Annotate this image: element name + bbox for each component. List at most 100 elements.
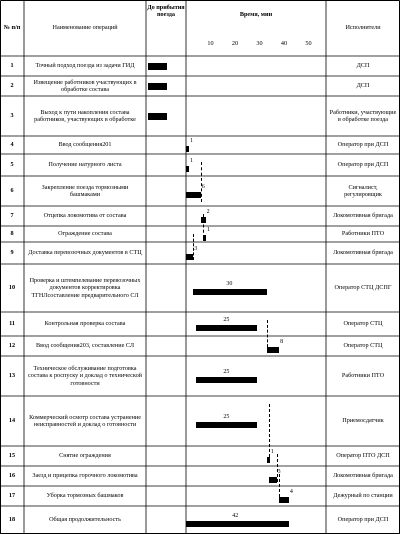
gantt-bar bbox=[279, 497, 289, 503]
header-time: Время, мин bbox=[239, 11, 273, 19]
executor-name: Оператор СТЦ ДСПГ bbox=[334, 284, 392, 292]
dependency-connector bbox=[203, 214, 205, 238]
operation-name: Уборка тормозных башмаков bbox=[46, 492, 124, 500]
time-tick-label: 50 bbox=[305, 40, 312, 47]
executor-name: Оператор при ДСП bbox=[337, 141, 389, 149]
time-tick-label: 10 bbox=[207, 40, 214, 47]
executor-name: Локомотивная бригада bbox=[333, 472, 393, 480]
executor-name: Работники, участвующие в обработке поезд… bbox=[329, 108, 397, 123]
row-number: 2 bbox=[10, 82, 14, 90]
operation-name: Извещение работников участвующих в обраб… bbox=[33, 78, 137, 93]
duration-label: 42 bbox=[232, 513, 239, 519]
duration-label: 1 bbox=[270, 449, 274, 455]
duration-label: 1 bbox=[190, 138, 193, 144]
operation-name: Получение натурного листа bbox=[48, 161, 122, 169]
pre-arrival-bar bbox=[148, 113, 167, 120]
row-number: 6 bbox=[10, 187, 14, 195]
row-number: 7 bbox=[10, 212, 14, 220]
operation-name: Ввод сообщения203, составление СЛ bbox=[35, 342, 135, 350]
executor-name: Приемосдатчик bbox=[342, 417, 384, 425]
header-operation: Наименование операций bbox=[52, 24, 118, 32]
executor-name: ДСП bbox=[356, 62, 370, 70]
time-tick-label: 40 bbox=[280, 40, 288, 47]
duration-label: 3 bbox=[277, 469, 281, 475]
gantt-bar bbox=[186, 192, 201, 198]
gantt-bar bbox=[200, 217, 206, 223]
executor-name: Оператор СТЦ bbox=[343, 320, 383, 328]
gantt-bar bbox=[269, 477, 277, 483]
duration-label: 6 bbox=[201, 184, 205, 190]
executor-name: ДСП bbox=[356, 82, 370, 90]
duration-label: 30 bbox=[226, 281, 233, 287]
time-tick-label: 30 bbox=[256, 40, 263, 47]
operation-name: Снятие ограждения bbox=[59, 452, 111, 460]
header-before: До прибытия поезда bbox=[147, 4, 185, 19]
gantt-bar bbox=[266, 457, 270, 463]
row-number: 15 bbox=[8, 452, 16, 460]
operation-name: Выход к пути накопления состава работник… bbox=[34, 108, 136, 123]
row-number: 18 bbox=[8, 516, 16, 524]
duration-label: 25 bbox=[223, 369, 230, 375]
executor-name: Дежурный по станции bbox=[333, 492, 393, 500]
dependency-connector bbox=[266, 320, 268, 352]
row-number: 16 bbox=[8, 472, 16, 480]
gantt-bar bbox=[195, 422, 258, 428]
row-number: 1 bbox=[10, 62, 14, 70]
row-number: 5 bbox=[10, 161, 14, 169]
row-number: 17 bbox=[8, 492, 16, 500]
row-number: 9 bbox=[10, 249, 14, 257]
duration-label: 8 bbox=[280, 339, 284, 345]
gantt-bar bbox=[186, 254, 194, 260]
dependency-connector bbox=[269, 404, 271, 462]
duration-label: 3 bbox=[194, 246, 198, 252]
operation-name: Ограждение состава bbox=[58, 230, 112, 238]
pre-arrival-bar bbox=[148, 63, 167, 70]
operation-name: Коммерческий осмотр состава устранение н… bbox=[29, 413, 141, 428]
dependency-connector bbox=[276, 454, 278, 482]
gantt-bar bbox=[186, 146, 189, 152]
duration-label: 1 bbox=[190, 158, 193, 164]
operation-name: Закрепление поезда тормозными башмаками bbox=[41, 183, 129, 198]
gantt-bar bbox=[186, 166, 189, 172]
gantt-bar bbox=[266, 347, 280, 353]
executor-name: Оператор при ДСП bbox=[337, 516, 389, 524]
operation-name: Контрольная проверка состава bbox=[44, 320, 126, 328]
operation-name: Заезд и прицепка горочного локомотива bbox=[32, 472, 138, 480]
header-num: № п/п bbox=[3, 24, 21, 32]
executor-name: Оператор при ДСП bbox=[337, 161, 389, 169]
header-executor: Исполнители bbox=[345, 24, 381, 32]
row-number: 4 bbox=[10, 141, 14, 149]
duration-label: 25 bbox=[223, 414, 230, 420]
operation-name: Доставка перевозочных документов в СТЦ bbox=[28, 249, 142, 257]
executor-name: Оператор ПТО ДСП bbox=[336, 452, 390, 460]
executor-name: Оператор СТЦ bbox=[343, 342, 383, 350]
row-number: 11 bbox=[9, 320, 15, 328]
dependency-connector bbox=[193, 234, 195, 260]
executor-name: Работники ПТО bbox=[341, 372, 385, 380]
operation-name: Ввод сообщения201 bbox=[58, 141, 112, 149]
gantt-bar bbox=[195, 325, 258, 331]
executor-name: Сигналист, регулировщик bbox=[344, 183, 382, 198]
operation-name: Общая продолжительность bbox=[49, 516, 121, 524]
executor-name: Работники ПТО bbox=[341, 230, 385, 238]
row-number: 8 bbox=[10, 230, 14, 238]
operation-name: Точный подход поезда из задачи ГИД bbox=[35, 62, 135, 70]
row-number: 13 bbox=[8, 372, 16, 380]
gantt-bar bbox=[186, 521, 289, 527]
gantt-bar bbox=[203, 235, 207, 241]
operation-name: Отцепка локомотива от состава bbox=[43, 212, 127, 220]
gantt-bar bbox=[193, 289, 267, 295]
duration-label: 2 bbox=[206, 209, 210, 215]
gantt-bar bbox=[195, 377, 258, 383]
time-tick-label: 20 bbox=[231, 40, 239, 47]
executor-name: Локомотивная бригада bbox=[333, 249, 393, 257]
row-number: 10 bbox=[8, 284, 16, 292]
row-number: 12 bbox=[8, 342, 16, 350]
duration-label: 25 bbox=[223, 317, 230, 323]
dependency-connector bbox=[279, 474, 281, 502]
operation-name: Проверка и штемпелевание перевозочных до… bbox=[29, 277, 141, 299]
operation-name: Техническое обслуживание подготовка сост… bbox=[28, 365, 142, 387]
pre-arrival-bar bbox=[148, 83, 167, 90]
row-number: 14 bbox=[8, 417, 16, 425]
